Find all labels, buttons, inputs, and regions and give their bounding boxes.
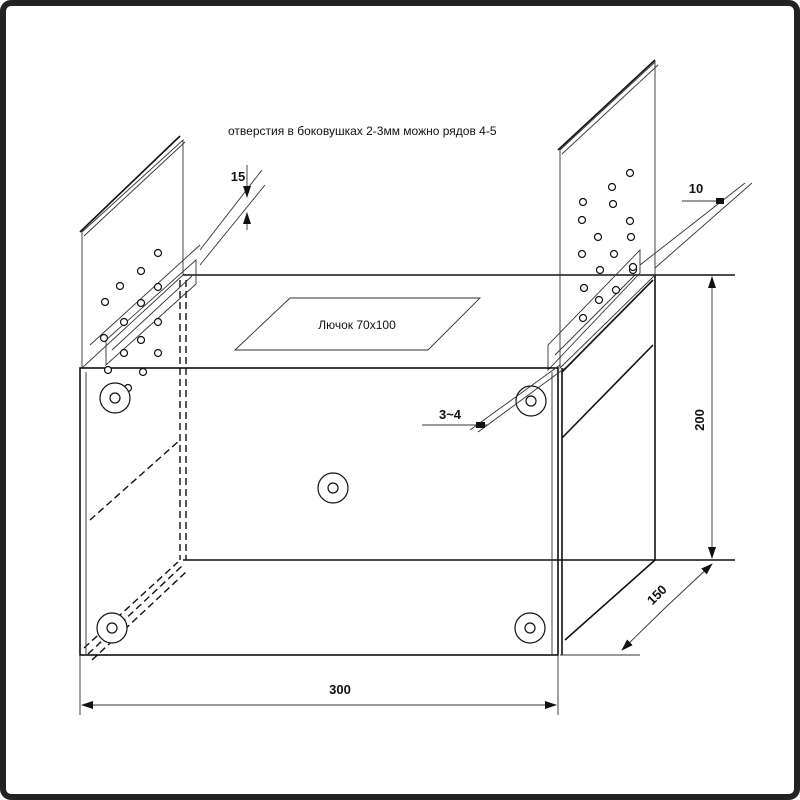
dimension-flange-label: 10 [689,181,703,196]
bolt-circle [106,622,118,634]
mounting-bolts [96,382,547,644]
vent-hole [578,313,588,323]
dimension-height-label: 200 [692,409,707,431]
bolt-circle [525,395,537,407]
dimension-gap: 3~4 [422,364,566,433]
vent-hole [626,232,636,242]
dimension-width: 300 [79,655,559,715]
vent-hole [578,197,588,207]
vent-hole [577,215,587,225]
holes-note: отверстия в боковушках 2-3мм можно рядов… [228,124,497,138]
bolt-circle [109,392,121,404]
vent-hole [628,262,638,272]
vent-hole [100,297,110,307]
vent-hole [595,265,605,275]
dimension-flange: 10 [639,181,753,269]
vent-hole [579,283,589,293]
vent-hole [593,232,603,242]
vent-hole [99,333,109,343]
bolt-circle [327,482,339,494]
dimension-width-label: 300 [329,682,351,697]
hatch-label: Лючок 70х100 [318,318,396,332]
vent-hole [136,266,146,276]
dimension-height: 200 [692,276,716,559]
hatch-outline [233,297,482,351]
right-side-panel [547,59,659,641]
vent-hole [115,281,125,291]
vent-hole [153,348,163,358]
vent-hole [136,335,146,345]
vent-hole [103,365,113,375]
dimension-depth-label: 150 [644,582,670,608]
front-panel [79,367,563,656]
vent-hole [153,317,163,327]
dimension-flap-offset: 15 [199,165,266,266]
dimension-gap-label: 3~4 [439,407,462,422]
vent-hole [607,182,617,192]
vent-hole [608,199,618,209]
vent-hole [611,285,621,295]
vent-hole [119,317,129,327]
ventilation-holes [99,168,638,393]
vent-hole [577,249,587,259]
box-back-edges [83,274,735,661]
vent-hole [153,248,163,258]
vent-hole [119,348,129,358]
vent-hole [625,168,635,178]
bolt-circle [524,622,536,634]
vent-hole [625,216,635,226]
vent-hole [153,282,163,292]
vent-hole [594,295,604,305]
dimension-flap-offset-label: 15 [231,169,245,184]
left-side-panel [79,135,201,370]
vent-hole [138,367,148,377]
vent-hole [136,298,146,308]
vent-hole [609,249,619,259]
